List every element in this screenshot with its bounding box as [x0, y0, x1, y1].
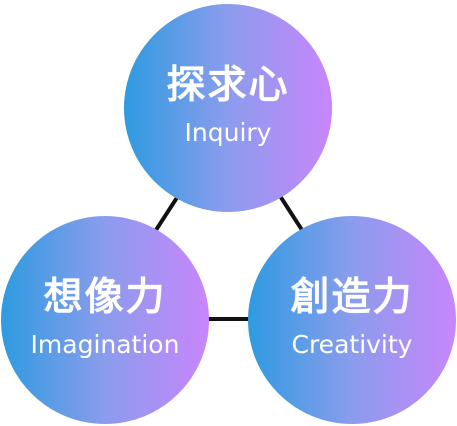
connector-inquiry-creativity [277, 193, 305, 233]
node-creativity: 創造力 Creativity [248, 216, 456, 424]
node-subtitle-imagination: Imagination [30, 330, 180, 359]
node-subtitle-inquiry: Inquiry [184, 118, 272, 147]
node-inquiry: 探求心 Inquiry [124, 4, 332, 212]
node-title-creativity: 創造力 [290, 275, 414, 320]
node-title-inquiry: 探求心 [166, 63, 290, 108]
connector-inquiry-imagination [153, 193, 181, 233]
node-imagination: 想像力 Imagination [1, 216, 209, 424]
node-subtitle-creativity: Creativity [291, 330, 413, 359]
node-title-imagination: 想像力 [43, 275, 167, 320]
